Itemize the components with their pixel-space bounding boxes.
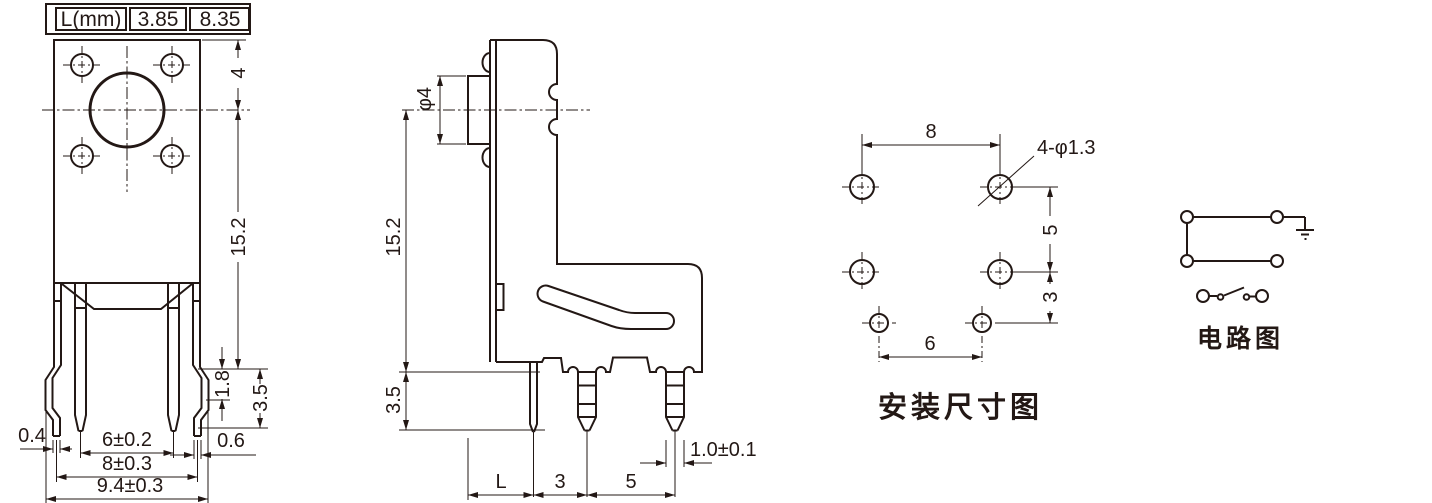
dim-label-pin-width: 1.0±0.1 <box>690 439 757 461</box>
snap-tabs <box>481 52 491 168</box>
dim-label-pitch-3: 3 <box>554 471 565 493</box>
extension-lines <box>861 134 1058 324</box>
ground-symbol-icon <box>1296 229 1314 240</box>
switch-contact <box>1242 293 1251 301</box>
dim-label-left-tip: 0.4 <box>18 425 46 447</box>
plate-tab <box>496 283 505 311</box>
terminal-pin-left <box>74 283 87 432</box>
dim-label-bottom-pitch: 6 <box>924 333 935 355</box>
pin-tip-lines <box>533 431 676 497</box>
dim-label-L: L <box>495 471 506 493</box>
terminal-node <box>1270 210 1284 224</box>
hole-callout-label: 4-φ1.3 <box>1037 137 1096 159</box>
dim-label-right-tip: 0.6 <box>217 430 245 452</box>
side-view: φ4 15.2 3.5 L 3 5 1.0±0.1 <box>383 39 757 500</box>
switch-lever-icon <box>1209 286 1256 298</box>
lever-slot <box>536 284 675 330</box>
bracket-leg <box>529 362 538 433</box>
dim-label-outer-pitch: 8±0.3 <box>102 453 152 475</box>
dim-label-button-dia: φ4 <box>414 87 436 111</box>
circuit-wires <box>1186 216 1306 262</box>
terminal-node <box>1270 254 1284 268</box>
dim-label-body-height: 15.2 <box>228 218 250 257</box>
hole-crosshairs <box>63 46 191 175</box>
dim-label-pitch-5: 5 <box>625 471 636 493</box>
mounting-diagram-caption: 安装尺寸图 <box>878 391 1043 424</box>
circuit-diagram: 电路图 <box>1180 210 1314 353</box>
terminal-pin-right <box>167 283 180 432</box>
dim-label-overall-width: 9.4±0.3 <box>97 475 164 497</box>
dim-label-body-height: 15.2 <box>383 218 405 257</box>
dim-label-shoulder: 1.8 <box>212 370 234 398</box>
switch-terminal <box>1196 289 1210 303</box>
terminal-node <box>1180 210 1194 224</box>
dim-label-inner-pitch: 6±0.2 <box>102 429 152 451</box>
centerlines <box>42 46 250 192</box>
outer-leg-right <box>192 283 210 437</box>
dim-label-top-pitch: 8 <box>925 121 936 143</box>
bottom-recess <box>61 283 193 310</box>
terminal-node <box>1180 254 1194 268</box>
terminal-pin-1 <box>577 372 597 432</box>
switch-contact <box>1216 293 1225 301</box>
switch-terminal <box>1255 289 1269 303</box>
dim-label-top-offset: 4 <box>228 67 250 78</box>
terminal-pin-2 <box>665 372 685 432</box>
table-value-1: 3.85 <box>138 8 179 31</box>
switch-body-outline <box>53 39 201 284</box>
mounting-dimension-diagram: 8 4-φ1.3 5 3 6 安装尺寸图 <box>842 121 1096 424</box>
dim-label-leg-length: 3.5 <box>250 384 272 412</box>
dim-label-leg-length: 3.5 <box>383 386 405 414</box>
table-header-label: L(mm) <box>61 8 122 31</box>
table-cell-value2 <box>189 7 250 31</box>
dim-label-vertical-3: 3 <box>1040 291 1062 302</box>
table-cell-header <box>55 7 127 31</box>
body-profile <box>490 39 703 373</box>
variant-table: L(mm) 3.85 8.35 <box>45 3 251 35</box>
table-cell-value1 <box>129 7 187 31</box>
dim-label-vertical-5: 5 <box>1040 224 1062 235</box>
extension-lines <box>399 75 685 500</box>
front-view: 4 15.2 1.8 3.5 0.4 0.6 6±0.2 8±0.3 9.4±0… <box>18 39 272 503</box>
outer-leg-left <box>44 283 62 437</box>
circuit-diagram-caption: 电路图 <box>1197 325 1284 353</box>
table-value-2: 8.35 <box>200 8 241 31</box>
extension-lines <box>45 39 268 503</box>
